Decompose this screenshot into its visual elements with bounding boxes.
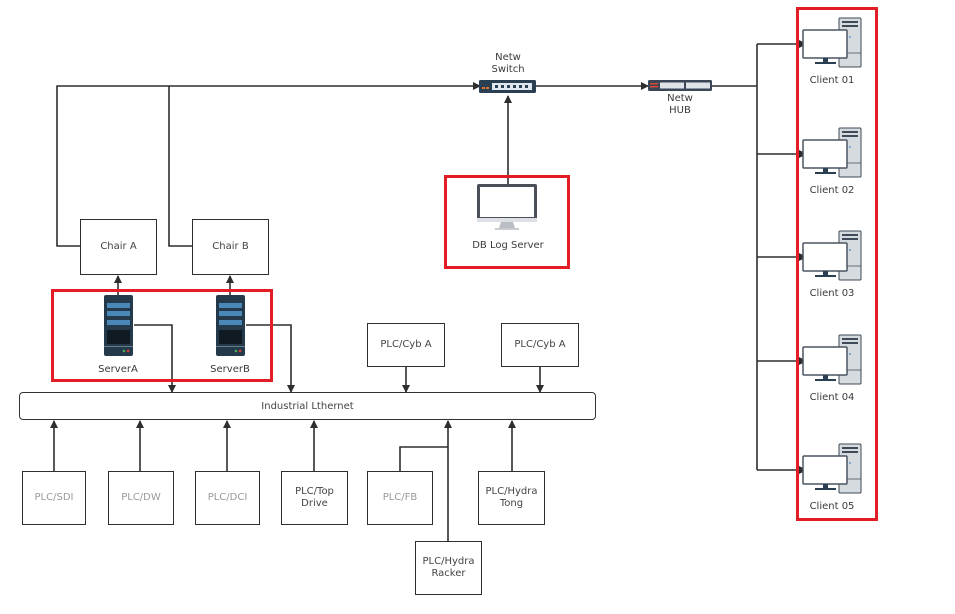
highlight-clients — [796, 7, 878, 521]
plc-hydra-tong-box[interactable]: PLC/Hydra Tong — [478, 471, 545, 525]
client-label: Client 04 — [809, 392, 855, 403]
client-label: Client 05 — [809, 501, 855, 512]
client-label: Client 02 — [809, 185, 855, 196]
highlight-db-log-server — [444, 175, 570, 269]
connector-servers-to-bus — [134, 324, 295, 393]
plc-top-drive-box[interactable]: PLC/Top Drive — [281, 471, 348, 525]
plc-dci-box[interactable]: PLC/DCI — [195, 471, 260, 525]
plc-cyb-a-box-2[interactable]: PLC/Cyb A — [501, 323, 579, 367]
connector-hub-to-clients — [712, 40, 807, 474]
server-a-label: ServerA — [98, 364, 138, 375]
workstation-icon[interactable] — [802, 334, 862, 385]
chair-b-box[interactable]: Chair B — [192, 219, 269, 275]
industrial-ethernet-bus[interactable]: Industrial Lthernet — [19, 392, 596, 420]
plc-sdi-box[interactable]: PLC/SDI — [22, 471, 86, 525]
workstation-icon[interactable] — [802, 17, 862, 68]
plc-hydra-racker-box[interactable]: PLC/Hydra Racker — [415, 541, 482, 595]
workstation-icon[interactable] — [802, 127, 862, 178]
chair-a-box[interactable]: Chair A — [80, 219, 157, 275]
server-icon[interactable] — [216, 295, 245, 356]
plc-fb-box[interactable]: PLC/FB — [367, 471, 433, 525]
switch-icon[interactable] — [479, 80, 536, 93]
plc-dw-box[interactable]: PLC/DW — [108, 471, 174, 525]
workstation-icon[interactable] — [802, 443, 862, 494]
db-log-server-label: DB Log Server — [472, 240, 544, 251]
highlight-servers — [51, 289, 273, 382]
connector-chairs-to-switch — [56, 82, 481, 247]
connector-plcs-bottom-to-bus — [50, 420, 516, 541]
workstation-icon[interactable] — [802, 230, 862, 281]
client-label: Client 01 — [809, 75, 855, 86]
monitor-icon[interactable] — [477, 184, 537, 230]
client-label: Client 03 — [809, 288, 855, 299]
plc-cyb-a-box[interactable]: PLC/Cyb A — [367, 323, 445, 367]
hub-label: Netw HUB — [667, 93, 693, 116]
server-b-label: ServerB — [210, 364, 250, 375]
server-icon[interactable] — [104, 295, 133, 356]
connector-plcs-top-to-bus — [402, 366, 544, 393]
connector-servers-to-chairs — [114, 275, 234, 296]
switch-label: Netw Switch — [491, 52, 525, 75]
hub-icon[interactable] — [648, 80, 712, 91]
